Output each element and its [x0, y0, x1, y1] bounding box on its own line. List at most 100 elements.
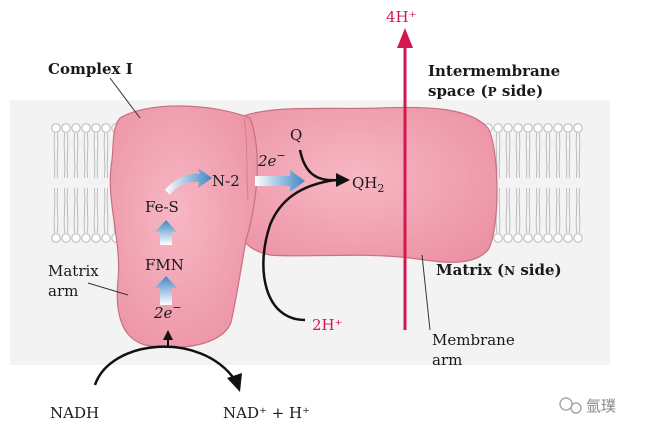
watermark-text: 氩璞	[586, 397, 616, 415]
lipid-head	[523, 123, 533, 133]
lipid-head	[71, 233, 81, 243]
lipid-head	[513, 123, 523, 133]
lipid-tail	[63, 132, 69, 179]
proton-uptake-arrow	[262, 178, 336, 322]
lipid-tail	[535, 187, 541, 234]
matrix-arm-leader	[87, 282, 129, 296]
lipid-tail	[575, 132, 581, 179]
lipid-tail	[83, 187, 89, 234]
lipid-head	[493, 233, 503, 243]
nadh-label: NADH	[50, 404, 99, 422]
n2-label: N-2	[212, 172, 240, 190]
lipid-head	[91, 233, 101, 243]
complex-i-label: Complex I	[48, 60, 133, 78]
four-h-plus-label: 4H⁺	[386, 8, 417, 26]
electron-arrow-to-n2	[165, 168, 212, 195]
electron-arrow-to-q	[255, 170, 305, 192]
arm-seam	[243, 117, 249, 201]
lipid-tail	[83, 132, 89, 179]
lipid-head	[51, 123, 61, 133]
lipid-tail	[565, 132, 571, 179]
lipid-head	[573, 233, 583, 243]
lipid-head	[503, 233, 513, 243]
lipid-tail	[555, 187, 561, 234]
membrane-arm-leader	[421, 254, 431, 331]
lipid-tail	[73, 132, 79, 179]
lipid-head	[503, 123, 513, 133]
lipid-head	[61, 233, 71, 243]
electron-arrow-to-fes	[155, 220, 177, 245]
lipid-head	[553, 123, 563, 133]
lipid-tail	[103, 132, 109, 179]
lipid-tail	[565, 187, 571, 234]
membrane-arm-label-line1: Membrane	[432, 331, 515, 349]
lipid-head	[533, 233, 543, 243]
lipid-tail	[575, 187, 581, 234]
membrane-right	[483, 123, 583, 243]
qh2-label: QH2	[352, 174, 384, 195]
lipid-tail	[103, 187, 109, 234]
lipid-tail	[53, 132, 59, 179]
fe-s-label: Fe-S	[145, 198, 179, 216]
lipid-tail	[505, 132, 511, 179]
lipid-tail	[505, 187, 511, 234]
proton-pump-arrowhead	[397, 28, 413, 48]
lipid-head	[563, 233, 573, 243]
matrix-arm-label-line2: arm	[48, 282, 78, 300]
lipid-head	[493, 123, 503, 133]
lipid-tail	[515, 132, 521, 179]
membrane-arm-body	[235, 106, 498, 263]
lipid-tail	[63, 187, 69, 234]
lipid-tail	[525, 132, 531, 179]
lipid-head	[543, 123, 553, 133]
lipid-head	[61, 123, 71, 133]
q-label: Q	[290, 126, 302, 144]
lipid-head	[91, 123, 101, 133]
lipid-tail	[535, 132, 541, 179]
watermark-icon-2	[570, 402, 582, 414]
watermark-icon	[559, 397, 573, 411]
lipid-tail	[545, 132, 551, 179]
two-h-plus-label: 2H⁺	[312, 316, 343, 334]
lipid-tail	[73, 187, 79, 234]
lipid-head	[563, 123, 573, 133]
fmn-label: FMN	[145, 256, 184, 274]
lipid-head	[81, 123, 91, 133]
lipid-tail	[93, 132, 99, 179]
lipid-head	[101, 123, 111, 133]
lipid-head	[533, 123, 543, 133]
complex-i-leader	[109, 77, 141, 119]
lipid-head	[101, 233, 111, 243]
lipid-tail	[555, 132, 561, 179]
lipid-tail	[93, 187, 99, 234]
two-e-top-label: 2e−	[257, 149, 286, 170]
lipid-tail	[515, 187, 521, 234]
matrix-side-label: Matrix (N side)	[436, 261, 562, 279]
lipid-head	[543, 233, 553, 243]
lipid-head	[513, 233, 523, 243]
lipid-head	[51, 233, 61, 243]
watermark: 氩璞	[559, 397, 616, 415]
nadh-oxidation-arrow	[93, 345, 237, 386]
lipid-head	[81, 233, 91, 243]
lipid-tail	[545, 187, 551, 234]
intermembrane-label-line1: Intermembrane	[428, 62, 560, 80]
two-e-bottom-label: 2e−	[153, 301, 182, 322]
lipid-head	[523, 233, 533, 243]
lipid-tail	[525, 187, 531, 234]
q-reduction-arrowhead	[336, 173, 350, 187]
nadh-oxidation-arrowhead	[227, 373, 242, 392]
membrane-arm-label-line2: arm	[432, 351, 462, 369]
lipid-head	[573, 123, 583, 133]
nad-plus-label: NAD⁺ + H⁺	[223, 404, 310, 422]
lipid-tail	[53, 187, 59, 234]
intermembrane-label-line2: space (P side)	[428, 82, 543, 100]
electron-arrow-to-fmn	[155, 276, 177, 305]
lipid-head	[553, 233, 563, 243]
matrix-arm-label-line1: Matrix	[48, 262, 99, 280]
membrane-left	[51, 123, 121, 243]
electron-entry-arrowhead	[163, 330, 173, 340]
lipid-head	[71, 123, 81, 133]
